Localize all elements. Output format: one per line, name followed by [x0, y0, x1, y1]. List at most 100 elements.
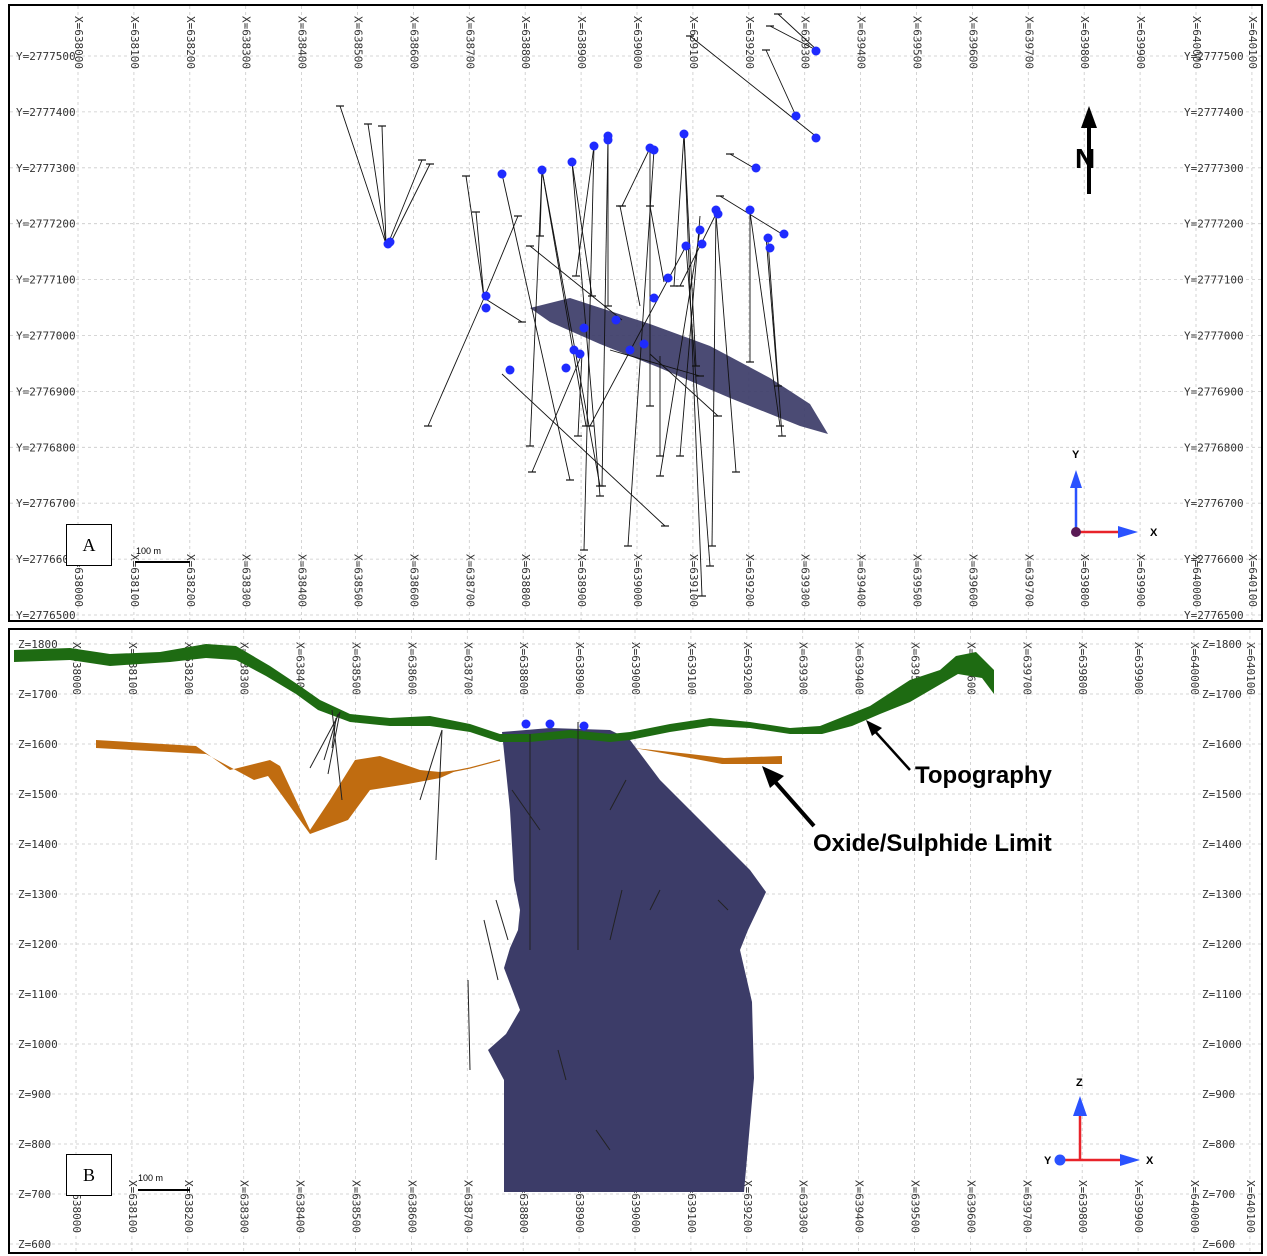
z-tick-label-right: Z=1800: [1202, 638, 1242, 651]
x-tick-label-top: X=638500: [350, 642, 363, 695]
section-drill-hole: [595, 1129, 611, 1151]
drill-hole-trace: [765, 49, 797, 117]
x-tick-label-bottom: X=638800: [519, 554, 532, 607]
drill-hole-trace: [649, 353, 719, 417]
triad-x-label: X: [1146, 1155, 1154, 1167]
drill-hole-trace: [621, 147, 651, 207]
x-tick-label-top: X=640100: [1244, 642, 1257, 695]
x-tick-label-bottom: X=638800: [517, 1180, 530, 1233]
x-tick-label-top: X=640100: [1246, 16, 1259, 69]
y-tick-label-right: Y=2776800: [1184, 441, 1244, 454]
drill-hole-trace: [475, 211, 485, 299]
drill-hole-trace: [679, 213, 717, 287]
section-drill-hole: [331, 717, 337, 749]
x-tick-label-top: X=639300: [799, 16, 812, 69]
x-tick-label-bottom: X=639000: [629, 1180, 642, 1233]
triad-x-label: X: [1150, 527, 1158, 539]
x-tick-label-top: X=640000: [1188, 642, 1201, 695]
oxide-arrowhead: [762, 766, 784, 788]
x-tick-label-bottom: X=638200: [184, 554, 197, 607]
x-axis-arrowhead: [1118, 526, 1138, 538]
x-tick-label-top: X=638400: [296, 16, 309, 69]
x-tick-label-top: X=638800: [519, 16, 532, 69]
topography-label: Topography: [915, 762, 1052, 789]
x-tick-label-top: X=639200: [741, 642, 754, 695]
drill-collar: [649, 293, 659, 303]
z-tick-label-right: Z=900: [1202, 1088, 1235, 1101]
topography-surface: [14, 644, 994, 742]
section-collar: [521, 719, 531, 729]
drill-hole-trace: [619, 205, 641, 307]
x-tick-label-bottom: X=639000: [631, 554, 644, 607]
x-tick-label-top: X=638700: [463, 16, 476, 69]
z-tick-label-right: Z=1700: [1202, 688, 1242, 701]
y-tick-label-right: Y=2776900: [1184, 385, 1244, 398]
y-tick-label-left: Y=2777100: [16, 274, 76, 287]
drill-hole-trace: [719, 195, 783, 235]
z-tick-label-left: Z=700: [18, 1188, 51, 1201]
x-tick-label-bottom: X=639100: [687, 554, 700, 607]
y-tick-label-left: Y=2776600: [16, 553, 76, 566]
x-tick-label-bottom: X=639800: [1076, 1180, 1089, 1233]
x-tick-label-top: X=638900: [573, 642, 586, 695]
drill-hole-trace: [529, 169, 543, 447]
drill-collar: [745, 205, 755, 215]
orebody-plan: [530, 298, 828, 434]
drill-hole-trace: [689, 35, 819, 139]
z-tick-label-right: Z=1600: [1202, 738, 1242, 751]
y-tick-label-left: Y=2776700: [16, 497, 76, 510]
drill-hole-trace: [683, 133, 703, 597]
x-tick-label-bottom: X=639100: [685, 1180, 698, 1233]
x-tick-label-top: X=639200: [743, 16, 756, 69]
x-tick-label-top: X=639700: [1020, 642, 1033, 695]
section-drill-hole: [331, 709, 343, 801]
x-tick-label-bottom: X=638600: [407, 554, 420, 607]
drill-hole-trace: [483, 297, 523, 323]
panel-a-letter: A: [66, 524, 112, 566]
x-tick-label-bottom: X=640100: [1244, 1180, 1257, 1233]
x-tick-label-bottom: X=638400: [296, 554, 309, 607]
drill-hole-trace: [529, 245, 623, 321]
drill-collar: [497, 169, 507, 179]
drill-collar: [791, 111, 801, 121]
x-tick-label-bottom: X=638600: [405, 1180, 418, 1233]
y-tick-label-right: Y=2777000: [1184, 330, 1244, 343]
drill-collar: [579, 323, 589, 333]
z-tick-label-left: Z=900: [18, 1088, 51, 1101]
drill-hole-trace: [583, 145, 595, 551]
section-drill-hole: [467, 979, 471, 1071]
section-drill-hole: [717, 899, 729, 911]
drill-collar: [679, 129, 689, 139]
section-drill-hole: [495, 899, 509, 941]
drill-hole-trace: [715, 213, 737, 473]
y-tick-label-right: Y=2777500: [1184, 50, 1244, 63]
y-tick-label-left: Y=2776500: [16, 609, 76, 620]
section-drill-hole: [511, 789, 541, 831]
x-tick-label-top: X=638100: [128, 16, 141, 69]
oxide-limit-east: [634, 748, 782, 764]
drill-hole-trace: [541, 169, 601, 487]
drill-collar: [649, 145, 659, 155]
y-tick-label-right: Y=2777300: [1184, 162, 1244, 175]
z-tick-label-left: Z=1100: [18, 988, 58, 1001]
orebody-section: [488, 728, 766, 1192]
section-collar: [545, 719, 555, 729]
drill-hole-trace: [649, 205, 665, 283]
x-tick-label-bottom: X=638100: [126, 1180, 139, 1233]
triad-y-label: Y: [1072, 449, 1080, 461]
x-tick-label-top: X=639400: [855, 16, 868, 69]
x-tick-label-bottom: X=639900: [1132, 1180, 1145, 1233]
drill-hole-trace: [389, 163, 431, 245]
x-tick-label-top: X=639900: [1132, 642, 1145, 695]
drill-collar: [811, 133, 821, 143]
x-tick-label-bottom: X=638300: [240, 554, 253, 607]
drill-collar: [537, 165, 547, 175]
x-tick-label-top: X=639300: [797, 642, 810, 695]
drill-collar: [663, 273, 673, 283]
drill-collar: [765, 243, 775, 253]
drill-hole-trace: [501, 173, 571, 481]
x-tick-label-top: X=639800: [1076, 642, 1089, 695]
drill-hole-trace: [673, 133, 685, 287]
drill-hole-trace: [571, 161, 593, 297]
